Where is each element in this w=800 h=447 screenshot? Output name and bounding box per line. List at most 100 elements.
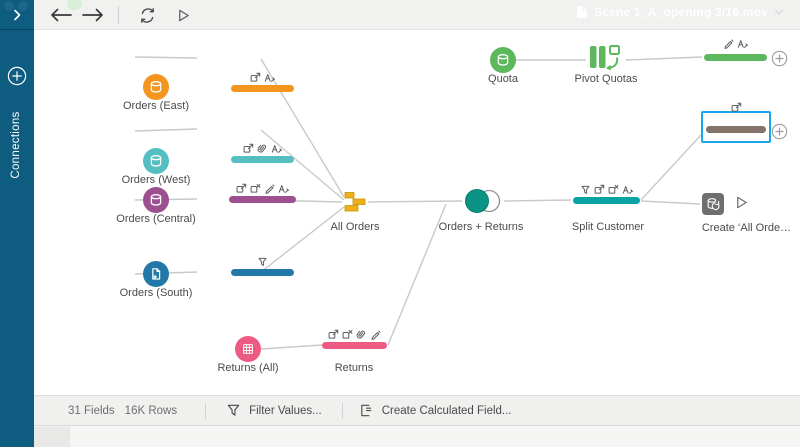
play-icon [178,9,189,21]
filter-values-icon [257,256,268,267]
renamed-fields-icon [278,183,289,194]
input-node-orders-east[interactable] [143,74,169,100]
node-label: Orders (South) [119,287,193,299]
edited-fields-icon [264,183,275,194]
filter-icon [227,404,240,416]
node-label: Pivot Quotas [574,73,638,85]
add-step-button[interactable] [771,50,788,67]
edited-fields-icon [723,38,734,49]
step-annotations [229,183,296,194]
node-label: Returns (All) [217,362,279,374]
window-light-icon [4,1,14,11]
window-light-icon [18,1,28,11]
output-database-icon [707,198,720,211]
input-node-returns-all[interactable] [235,336,261,362]
node-label: All Orders [330,221,380,233]
statusbar-divider [205,402,207,419]
removed-fields-icon [594,184,605,195]
flow-toolbar: Scene 1_A_opening 3/16.mov [34,0,800,30]
union-icon [344,192,366,212]
plus-icon [7,66,27,86]
deleted-fields-icon [250,183,261,194]
grouped-values-icon [356,329,367,340]
run-output-button[interactable] [734,195,749,210]
input-node-orders-south[interactable] [143,261,169,287]
connections-sidebar: Connections [0,0,34,447]
status-bar: 31 Fields 16K Rows Filter Values... Crea… [34,395,800,425]
calculated-field-icon [361,404,372,417]
step-annotations [231,143,294,154]
node-label: Orders + Returns [438,221,524,233]
node-label: Orders (Central) [116,213,196,225]
pivot-icon [590,45,620,71]
sidebar-expand-button[interactable] [0,0,34,30]
filter-values-icon [580,184,591,195]
statusbar-divider [341,402,343,419]
join-icon [465,189,501,213]
step-annotations [573,184,640,195]
clean-step-quota[interactable] [704,54,767,61]
database-icon [148,79,164,95]
chevron-right-icon [14,9,21,20]
deleted-fields-icon [342,329,353,340]
database-icon [495,52,511,68]
clean-step-orders-central[interactable] [229,196,296,203]
watermark-text: Scene 1_A_opening 3/16.mov [594,5,768,19]
database-icon [148,153,164,169]
file-icon [577,6,588,18]
output-node-create-all-orders[interactable] [702,193,724,215]
step-annotations [231,256,294,267]
recording-watermark: Scene 1_A_opening 3/16.mov [576,5,784,19]
input-node-orders-west[interactable] [143,148,169,174]
filter-values-button[interactable]: Filter Values... [226,403,322,418]
clean-step-selected-bar[interactable] [706,126,766,133]
chevron-down-icon [774,9,784,15]
profile-pane-tab [34,427,70,447]
renamed-fields-icon [622,184,633,195]
deleted-fields-icon [608,184,619,195]
filter-values-label: Filter Values... [249,404,322,417]
redo-button[interactable] [78,0,108,30]
table-grid-icon [240,341,256,357]
removed-fields-icon [731,102,742,113]
add-step-button[interactable] [771,123,788,140]
refresh-flow-button[interactable] [132,0,162,30]
step-annotations [322,329,387,340]
step-annotations [704,38,767,49]
add-connection-button[interactable] [7,66,27,86]
node-label: Orders (East) [122,100,189,112]
play-icon [737,196,747,209]
union-node-all-orders[interactable] [342,190,368,214]
pivot-node-quotas[interactable] [587,43,625,75]
create-calculated-field-label: Create Calculated Field... [381,404,512,417]
input-node-quota[interactable] [490,47,516,73]
profile-pane-strip [34,425,800,447]
removed-fields-icon [236,183,247,194]
edited-fields-icon [370,329,381,340]
input-node-orders-central[interactable] [143,187,169,213]
step-annotations [231,72,294,83]
database-icon [148,192,164,208]
field-count: 31 Fields [68,404,115,417]
flow-connectors [134,56,703,350]
undo-button[interactable] [46,0,76,30]
clean-step-orders-west[interactable] [231,156,294,163]
join-node-orders-returns[interactable] [462,186,506,216]
create-calculated-field-button[interactable]: Create Calculated Field... [359,403,512,418]
clean-step-split-customer[interactable] [573,197,640,204]
selected-clean-step[interactable] [701,111,771,143]
flow-canvas[interactable]: Orders (East) Orders (West) Orders (Cent… [34,30,800,395]
arrow-right-icon [82,8,103,22]
window-light-icon [67,0,82,10]
clean-step-returns[interactable] [322,342,387,349]
node-label: Quota [488,73,518,85]
removed-fields-icon [243,143,254,154]
clean-step-orders-east[interactable] [231,85,294,92]
node-label: Split Customer [571,221,645,233]
removed-fields-icon [250,72,261,83]
plus-circle-icon [771,50,788,67]
clean-step-orders-south[interactable] [231,269,294,276]
run-flow-button[interactable] [168,0,198,30]
renamed-fields-icon [737,38,748,49]
